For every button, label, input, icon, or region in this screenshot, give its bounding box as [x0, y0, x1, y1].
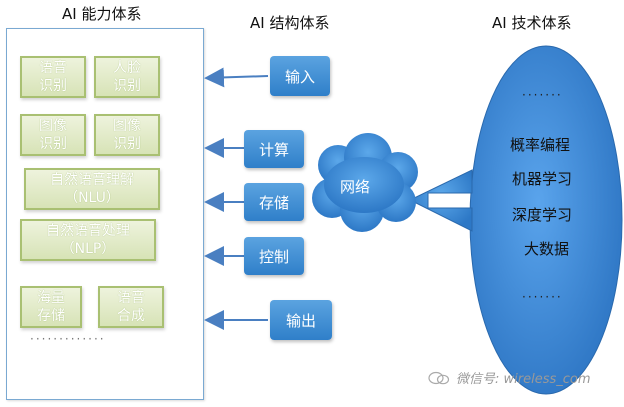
structure-control-box: 控制: [244, 237, 304, 275]
structure-compute-box: 计算: [244, 130, 304, 168]
wechat-icon: [428, 370, 450, 385]
capability-nlu: 自然语音理解 （NLU）: [24, 168, 160, 210]
capability-image-recognition-2: 图像 识别: [94, 114, 160, 156]
structure-storage-box: 存储: [244, 183, 304, 221]
structure-output-box: 输出: [270, 300, 332, 340]
ability-system-heading: AI 能力体系: [62, 5, 142, 23]
tech-top-dots: ·······: [522, 88, 563, 102]
network-label: 网络: [340, 178, 371, 196]
tech-item-probabilistic-programming: 概率编程: [510, 136, 571, 154]
structure-system-heading: AI 结构体系: [250, 14, 330, 32]
capability-mass-storage: 海量 存储: [20, 286, 82, 328]
tech-item-machine-learning: 机器学习: [512, 170, 573, 188]
capability-speech-synthesis: 语音 合成: [98, 286, 164, 328]
capability-face-recognition: 人脸 识别: [94, 56, 160, 98]
watermark-text: 微信号: wireless_com: [456, 372, 591, 387]
network-cloud: [312, 133, 418, 232]
structure-input-box: 输入: [270, 56, 330, 96]
block-arrow-tech-to-network: [408, 169, 473, 232]
tech-system-heading: AI 技术体系: [492, 14, 572, 32]
arrow-input: [204, 67, 269, 88]
capability-nlp: 自然语音处理 （NLP）: [20, 219, 156, 261]
tech-item-deep-learning: 深度学习: [512, 206, 573, 224]
capability-image-recognition: 图像 识别: [20, 114, 86, 156]
ability-more-dots: ·············: [30, 332, 106, 346]
capability-speech-recognition: 语音 识别: [20, 56, 86, 98]
tech-bottom-dots: ·······: [522, 290, 563, 304]
tech-item-big-data: 大数据: [524, 240, 570, 258]
